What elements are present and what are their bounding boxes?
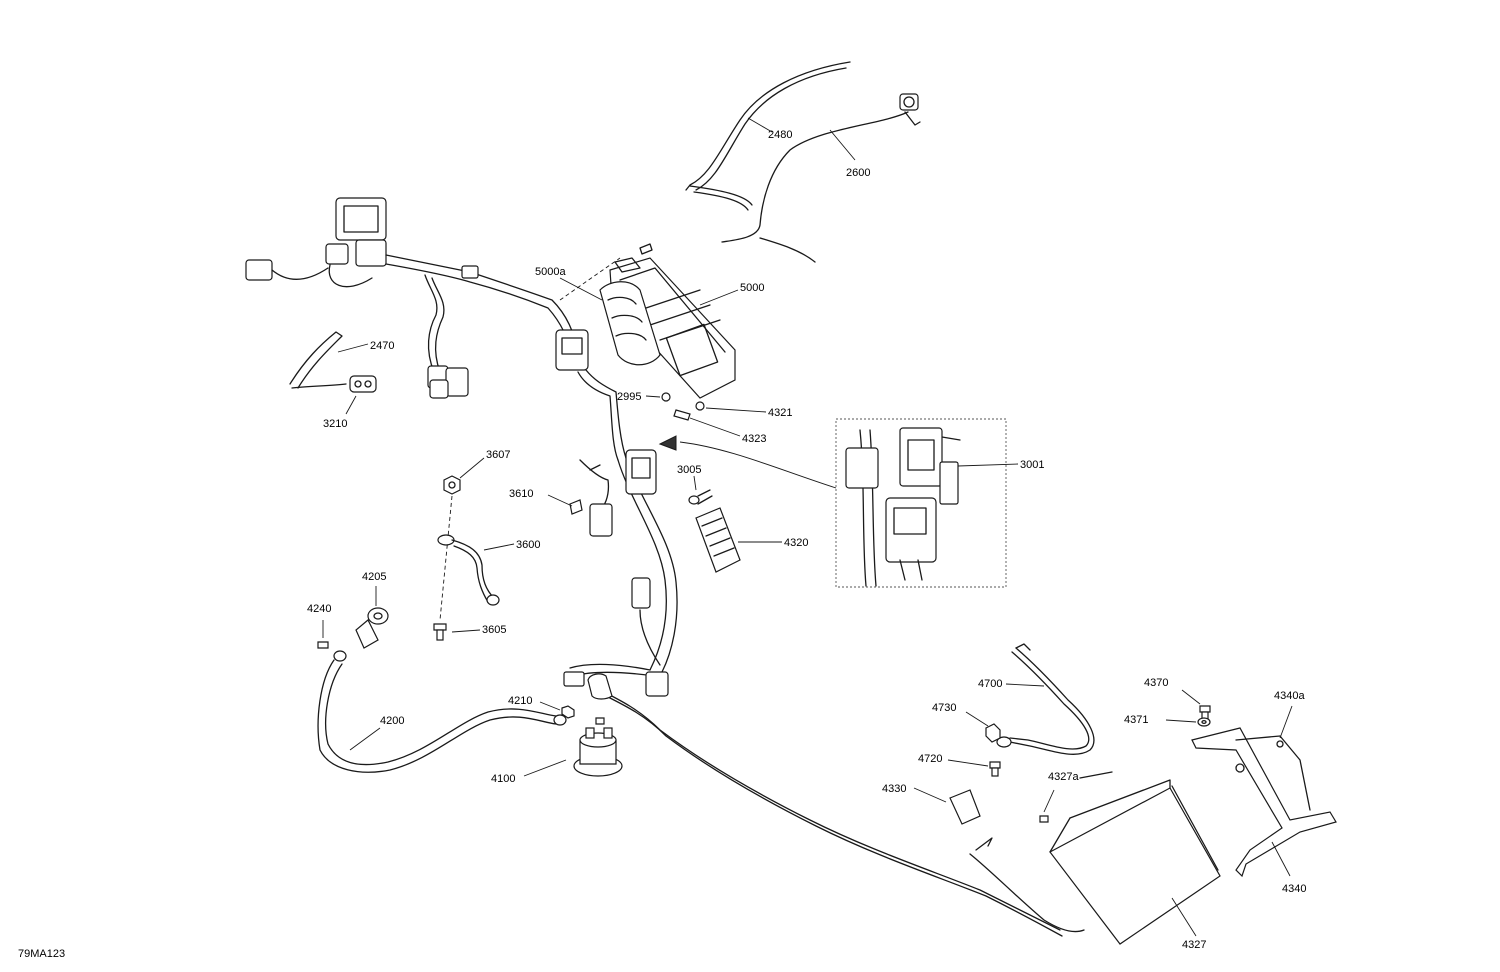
leader-4327a	[1043, 789, 1055, 813]
leader-4720	[947, 759, 989, 767]
leader-4210	[539, 701, 561, 711]
part-5000-bolt[interactable]	[639, 243, 653, 255]
part-4371-washer[interactable]	[1197, 717, 1211, 727]
part-4205-boot[interactable]	[355, 607, 389, 649]
leader-4100	[523, 759, 567, 777]
callout-3607: 3607	[486, 449, 510, 461]
callout-3605: 3605	[482, 624, 506, 636]
leader-4330	[913, 787, 947, 803]
main-wiring-harness[interactable]	[245, 197, 1063, 937]
leader-2470	[337, 343, 369, 353]
arrow-head-icon	[658, 435, 677, 451]
callout-4321: 4321	[768, 407, 792, 419]
callout-4327a: 4327a	[1048, 771, 1079, 783]
callout-4330: 4330	[882, 783, 906, 795]
callout-3001: 3001	[1020, 459, 1044, 471]
part-4327a-screws[interactable]	[1039, 771, 1113, 823]
dashed-line-3607	[439, 495, 453, 621]
dashed-line-5000a	[559, 257, 621, 301]
part-4100-solenoid[interactable]	[573, 717, 623, 777]
callout-4100: 4100	[491, 773, 515, 785]
part-4730-nut[interactable]	[985, 723, 1001, 743]
part-4320-fuse-box[interactable]	[695, 507, 741, 573]
callout-4320: 4320	[784, 537, 808, 549]
part-3605-bolt[interactable]	[433, 623, 447, 641]
part-4700-cable[interactable]	[996, 643, 1095, 755]
inset-detail-3001	[835, 418, 1007, 588]
part-4323-clip[interactable]	[673, 409, 691, 421]
callout-4370: 4370	[1144, 677, 1168, 689]
battery-positive-lead[interactable]	[969, 853, 1085, 933]
callout-4340: 4340	[1282, 883, 1306, 895]
part-2995-screw[interactable]	[661, 392, 671, 402]
callout-2995: 2995	[617, 391, 641, 403]
leader-5000a	[559, 277, 603, 301]
part-4240-screw[interactable]	[317, 641, 329, 649]
callout-3600: 3600	[516, 539, 540, 551]
callout-2480: 2480	[768, 129, 792, 141]
part-4720-bolt[interactable]	[989, 761, 1001, 777]
part-3210-sensor[interactable]	[349, 375, 377, 393]
callout-3210: 3210	[323, 418, 347, 430]
part-2470-strap[interactable]	[289, 331, 347, 389]
part-2600-sensor[interactable]	[721, 93, 921, 263]
leader-4323	[689, 417, 741, 437]
callout-5000a: 5000a	[535, 266, 566, 278]
part-4210-nut[interactable]	[561, 705, 575, 719]
part-4340-bracket[interactable]	[1191, 727, 1337, 878]
callout-4327: 4327	[1182, 939, 1206, 951]
diagram-reference-code: 79MA123	[18, 948, 66, 960]
leader-4340	[1271, 841, 1291, 877]
leader-3005	[693, 475, 697, 491]
part-3610-fastener[interactable]	[569, 499, 583, 515]
callout-4210: 4210	[508, 695, 532, 707]
leader-5000	[699, 289, 739, 306]
callout-4340a: 4340a	[1274, 690, 1305, 702]
leader-4730	[965, 711, 989, 727]
leader-2600	[829, 129, 856, 161]
callout-4700: 4700	[978, 678, 1002, 690]
leader-3607	[459, 457, 485, 479]
callout-4371: 4371	[1124, 714, 1148, 726]
leader-4200	[349, 727, 381, 751]
part-3005-screw[interactable]	[688, 489, 713, 505]
leader-4340a	[1279, 705, 1293, 739]
inset-leader	[679, 441, 837, 489]
leader-4370	[1181, 689, 1201, 705]
callout-2600: 2600	[846, 167, 870, 179]
callout-2470: 2470	[370, 340, 394, 352]
leader-4371	[1165, 719, 1197, 723]
callout-4205: 4205	[362, 571, 386, 583]
callout-4720: 4720	[918, 753, 942, 765]
callout-3005: 3005	[677, 464, 701, 476]
callout-4240: 4240	[307, 603, 331, 615]
leader-3600	[483, 543, 515, 551]
part-4200-cable[interactable]	[317, 650, 567, 773]
callout-4730: 4730	[932, 702, 956, 714]
part-3600-ground-cable[interactable]	[437, 534, 500, 606]
leader-3610	[547, 494, 573, 507]
leader-4321	[705, 407, 767, 413]
part-3607-nut[interactable]	[443, 475, 461, 495]
part-4327-battery[interactable]	[1049, 779, 1221, 945]
callout-5000: 5000	[740, 282, 764, 294]
leader-3210	[345, 395, 357, 415]
part-2480-cable[interactable]	[685, 61, 851, 211]
leader-3001	[957, 463, 1019, 467]
leader-2995	[645, 395, 661, 398]
part-4330-cap[interactable]	[949, 789, 981, 825]
callout-3610: 3610	[509, 488, 533, 500]
callout-4323: 4323	[742, 433, 766, 445]
leader-2480	[747, 117, 773, 133]
leader-4327	[1171, 897, 1197, 937]
leader-4700	[1005, 683, 1045, 687]
part-4321-nut[interactable]	[695, 401, 705, 411]
leader-3605	[451, 629, 481, 633]
callout-4200: 4200	[380, 715, 404, 727]
part-5000a-cover[interactable]	[599, 281, 661, 366]
